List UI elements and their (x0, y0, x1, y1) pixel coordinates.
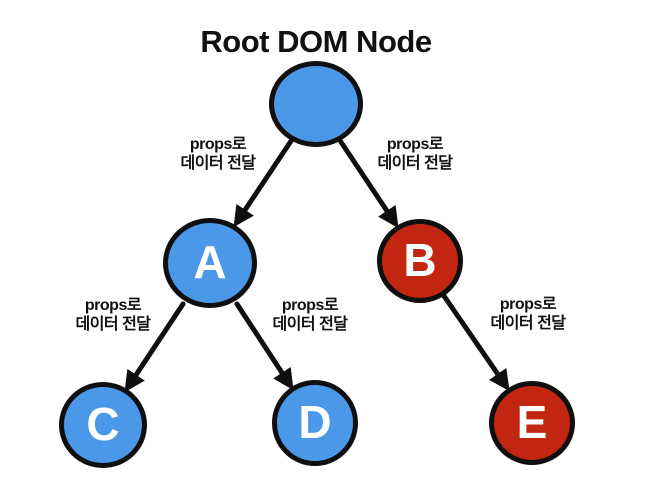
edge-label-a-to-d: props로 데이터 전달 (235, 296, 385, 334)
edge-label-root-to-a: props로 데이터 전달 (143, 135, 293, 173)
edge-label-line1: props로 (84, 297, 142, 314)
edge-root-to-a (233, 138, 294, 228)
node-b-label: B (403, 234, 437, 286)
edge-label-a-to-c: props로 데이터 전달 (38, 296, 188, 334)
edge-label-line1: props로 (386, 136, 444, 153)
node-d-label: D (298, 396, 332, 448)
node-b: B (377, 219, 463, 303)
diagram-title: Root DOM Node (200, 24, 432, 59)
edge-b-to-e (441, 293, 510, 392)
node-d: D (272, 380, 358, 466)
node-e-label: E (516, 396, 548, 448)
edge-label-line1: props로 (189, 136, 247, 153)
edge-label-line2: 데이터 전달 (272, 316, 348, 333)
node-root-dom (269, 61, 363, 147)
node-e: E (489, 381, 575, 465)
edge-a-to-d (234, 301, 294, 391)
edge-label-b-to-e: props로 데이터 전달 (453, 295, 603, 333)
node-a: A (163, 218, 257, 308)
edge-label-line2: 데이터 전달 (75, 316, 151, 333)
edge-label-line2: 데이터 전달 (180, 155, 256, 172)
edge-label-root-to-b: props로 데이터 전달 (340, 135, 490, 173)
edge-label-line2: 데이터 전달 (377, 155, 453, 172)
edge-label-line1: props로 (499, 296, 557, 313)
edge-root-to-b (338, 139, 399, 229)
edge-label-line1: props로 (281, 297, 339, 314)
node-a-label: A (193, 236, 227, 288)
edge-label-line2: 데이터 전달 (490, 315, 566, 332)
node-c-label: C (86, 398, 120, 450)
node-c: C (59, 382, 147, 468)
edge-a-to-c (124, 301, 186, 393)
